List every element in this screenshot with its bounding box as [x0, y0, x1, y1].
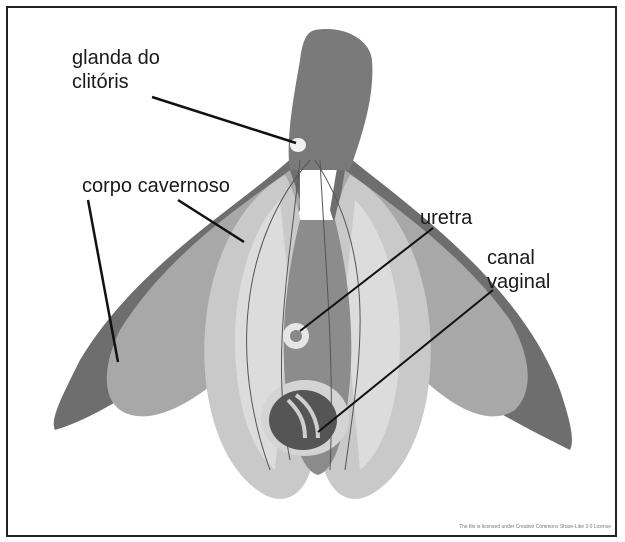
label-vaginal: canal vaginal — [487, 246, 550, 294]
leader-glans — [152, 97, 296, 143]
label-glans-line2: clitóris — [72, 70, 160, 94]
label-urethra: uretra — [420, 206, 472, 230]
label-vaginal-line2: vaginal — [487, 270, 550, 294]
glans-marker — [290, 138, 306, 152]
label-glans-line1: glanda do — [72, 46, 160, 70]
label-glans: glanda do clitóris — [72, 46, 160, 94]
credit-text: The file is licensed under Creative Comm… — [459, 524, 611, 530]
label-vaginal-line1: canal — [487, 246, 550, 270]
label-corpus: corpo cavernoso — [82, 174, 230, 198]
